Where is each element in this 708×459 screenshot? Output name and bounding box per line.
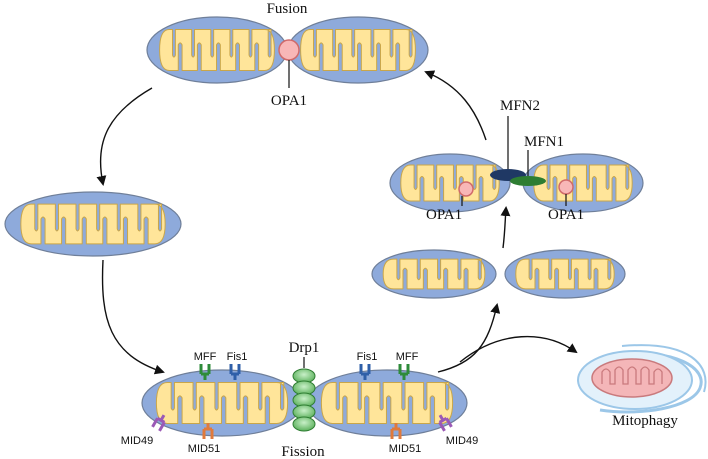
mid49-label: MID49 xyxy=(446,435,478,447)
fis1-receptor xyxy=(229,364,241,380)
inner-membrane-cristae xyxy=(300,29,416,71)
fis1-label: Fis1 xyxy=(357,351,378,363)
mitochondrion xyxy=(522,153,644,213)
fusing-mitochondria-right xyxy=(389,116,644,213)
mitochondrion xyxy=(504,249,626,299)
mitochondrion xyxy=(306,369,468,437)
mitochondrion xyxy=(371,249,497,299)
mid49-receptor xyxy=(151,414,166,432)
mfn1-label: MFN1 xyxy=(524,134,564,150)
mitochondrion xyxy=(141,369,303,437)
mid51-receptor xyxy=(202,423,214,439)
mff-receptor xyxy=(199,364,211,380)
cycle-arrows xyxy=(96,70,578,375)
single-mitochondrion-left xyxy=(4,191,182,257)
fused-mitochondria-top xyxy=(146,16,429,88)
opa1-label: OPA1 xyxy=(271,93,307,109)
opa1-label: OPA1 xyxy=(426,207,462,223)
inner-membrane-cristae xyxy=(320,382,454,424)
mid49-label: MID49 xyxy=(121,435,153,447)
mitochondrion xyxy=(287,16,429,84)
mitochondrion xyxy=(4,191,182,257)
mfn1-protein xyxy=(510,176,546,186)
opa1-marker xyxy=(558,179,574,195)
arrow-single-to-fission xyxy=(101,259,165,375)
arrow-fission-to-mitophagy xyxy=(459,335,578,363)
opa1-marker xyxy=(278,39,300,61)
mid51-label: MID51 xyxy=(188,443,220,455)
opa1-marker xyxy=(458,181,474,197)
inner-membrane-cristae xyxy=(382,258,486,290)
arrow-split-to-fusing xyxy=(500,206,511,249)
fission-label: Fission xyxy=(281,444,325,459)
inner-membrane-cristae xyxy=(155,382,289,424)
opa1-label: OPA1 xyxy=(548,207,584,223)
inner-membrane-cristae xyxy=(400,164,500,202)
mff-receptor xyxy=(398,364,410,380)
mid49-receptor xyxy=(438,414,453,432)
mid51-label: MID51 xyxy=(389,443,421,455)
mid51-receptor xyxy=(390,423,402,439)
separated-mitochondria xyxy=(371,249,626,299)
mitochondrion xyxy=(389,153,511,213)
fission-mitochondria xyxy=(141,357,468,439)
mfn2-label: MFN2 xyxy=(500,98,540,114)
mitochondrion xyxy=(146,16,288,84)
arrow-fusing-to-fusion xyxy=(424,70,487,141)
inner-membrane-cristae xyxy=(515,258,615,290)
mitophagy-label: Mitophagy xyxy=(612,413,678,429)
inner-membrane-cristae xyxy=(159,29,275,71)
drp1-ring xyxy=(292,368,316,432)
inner-membrane-cristae xyxy=(20,203,166,245)
drp1-label: Drp1 xyxy=(289,340,320,356)
arrow-fusion-to-single xyxy=(96,87,153,186)
mitophagy-autophagosome xyxy=(577,344,707,414)
fis1-label: Fis1 xyxy=(227,351,248,363)
mff-label: MFF xyxy=(194,351,217,363)
fusion-label: Fusion xyxy=(267,1,308,17)
mff-label: MFF xyxy=(396,351,419,363)
arrow-fission-to-split xyxy=(437,303,501,373)
fis1-receptor xyxy=(359,364,371,380)
